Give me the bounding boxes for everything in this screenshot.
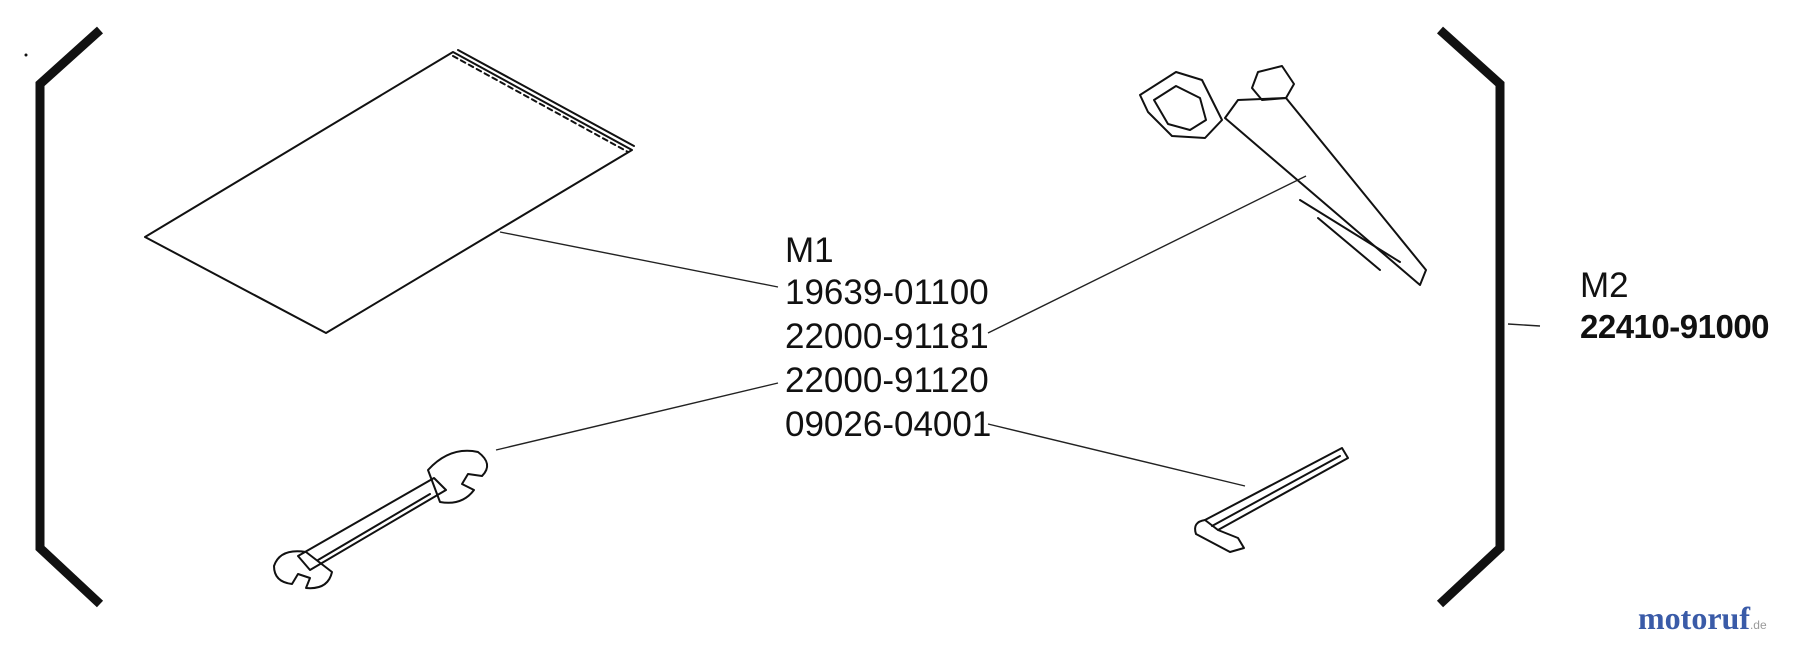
speck: [24, 53, 28, 57]
leader-hex-key: [987, 423, 1246, 487]
watermark-suffix: .de: [1749, 618, 1767, 632]
part-number-3: 22000-91120: [785, 361, 989, 400]
part-number-4: 09026-04001: [785, 405, 991, 444]
watermark-logo: motoruf.de: [1638, 600, 1767, 637]
leader-manual: [499, 231, 779, 288]
manual-icon: [144, 49, 635, 334]
spark-plug-wrench-icon: [1139, 65, 1427, 286]
hex-key-icon: [1194, 447, 1349, 553]
part-number-1: 19639-01100: [785, 273, 989, 312]
left-bracket: [35, 26, 104, 608]
m2-part-number: 22410-91000: [1580, 308, 1769, 345]
leader-spark-wrench: [987, 175, 1307, 334]
leader-m2: [1507, 323, 1541, 327]
watermark-text: motoruf: [1638, 600, 1750, 636]
open-end-wrench-icon: [273, 449, 489, 590]
m2-label: M2: [1580, 266, 1629, 305]
part-number-2: 22000-91181: [785, 317, 989, 356]
leader-open-wrench: [495, 382, 779, 451]
m1-label: M1: [785, 231, 834, 270]
right-bracket: [1436, 26, 1505, 608]
